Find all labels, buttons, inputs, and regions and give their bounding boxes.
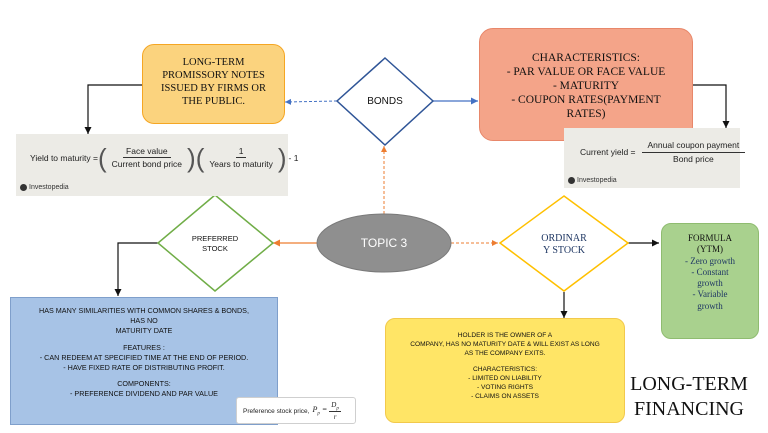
ordinary-detail-line: COMPANY, HAS NO MATURITY DATE & WILL EXI…	[410, 341, 600, 349]
characteristics-line: CHARACTERISTICS:	[532, 52, 640, 64]
ordinary-detail-line: AS THE COMPANY EXITS.	[464, 350, 546, 358]
page-title: LONG-TERM FINANCING	[614, 372, 764, 428]
title-line: FINANCING	[634, 398, 744, 420]
current-yield-den: Bond price	[673, 154, 714, 164]
current-yield-source: Investopedia	[577, 177, 617, 184]
preference-price-num: D	[331, 401, 337, 409]
ordinary-label: ORDINAR Y STOCK	[526, 231, 602, 259]
preferred-detail-line: - HAVE FIXED RATE OF DISTRIBUTING PROFIT…	[63, 363, 225, 373]
definition-line: THE PUBLIC.	[182, 96, 245, 107]
preferred-label: PREFERRED STOCK	[180, 231, 250, 257]
ordinary-diamond	[498, 195, 630, 292]
bonds-diamond	[335, 56, 435, 147]
formula-heading: FORMULA	[687, 233, 732, 243]
ytm-frac2-num: 1	[235, 146, 247, 158]
ordinary-detail-line: - VOTING RIGHTS	[476, 384, 534, 392]
formula-item: - Zero growth	[685, 255, 735, 266]
formula-item: growth	[697, 278, 723, 289]
ytm-lhs: Yield to maturity =	[30, 152, 98, 163]
characteristics-line: - PAR VALUE OR FACE VALUE	[506, 66, 666, 78]
current-yield-num: Annual coupon payment	[641, 140, 746, 153]
investopedia-logo-icon	[568, 177, 575, 184]
topic-label: TOPIC 3	[360, 236, 408, 250]
ytm-frac2-den: Years to maturity	[209, 159, 273, 169]
formula-item: - Variable	[692, 289, 728, 300]
definition-line: LONG-TERM	[182, 57, 245, 68]
preference-price-symbol: P	[312, 405, 318, 415]
definition-line: ISSUED BY FIRMS OR	[161, 83, 266, 94]
preference-price-den: r	[333, 413, 337, 422]
ytm-frac1-num: Face value	[123, 146, 171, 158]
preferred-detail-line: COMPONENTS:	[117, 379, 171, 389]
ytm-source: Investopedia	[29, 184, 69, 191]
ordinary-detail-line: - LIMITED ON LIABILITY	[468, 374, 542, 382]
bonds-definition-box: LONG-TERM PROMISSORY NOTES ISSUED BY FIR…	[142, 44, 285, 124]
bonds-characteristics-box: CHARACTERISTICS: - PAR VALUE OR FACE VAL…	[479, 28, 693, 141]
preferred-details-box: HAS MANY SIMILARITIES WITH COMMON SHARES…	[10, 297, 278, 425]
preference-price-num-sub: p	[336, 406, 339, 412]
ordinary-detail-line: HOLDER IS THE OWNER OF A	[457, 332, 553, 339]
characteristics-line: - COUPON RATES(PAYMENT	[511, 94, 661, 106]
preference-price-lhs: Preference stock price,	[243, 407, 310, 415]
formula-item: - Constant	[691, 266, 729, 277]
ordinary-label-line: ORDINAR	[541, 233, 587, 244]
ytm-frac1-den: Current bond price	[111, 159, 183, 169]
definition-to-ytm-arrow	[84, 84, 142, 134]
preferred-detail-line: HAS MANY SIMILARITIES WITH COMMON SHARES…	[39, 306, 249, 315]
characteristics-to-current-yield-arrow	[693, 84, 730, 128]
investopedia-logo-icon	[20, 184, 27, 191]
characteristics-line: - MATURITY	[552, 80, 620, 92]
preferred-label-line: PREFERRED	[191, 234, 239, 243]
preferred-detail-line: - CAN REDEEM AT SPECIFIED TIME AT THE EN…	[39, 352, 249, 362]
formula-heading: (YTM)	[697, 244, 723, 255]
ordinary-formula-box: FORMULA (YTM) - Zero growth - Constant g…	[661, 223, 759, 339]
definition-line: PROMISSORY NOTES	[162, 70, 265, 81]
title-line: LONG-TERM	[630, 373, 748, 395]
ytm-tail: - 1	[288, 152, 299, 163]
current-yield-lhs: Current yield =	[580, 147, 636, 157]
topic-oval	[316, 213, 452, 273]
characteristics-line: RATES)	[566, 108, 606, 120]
bonds-label: BONDS	[367, 95, 403, 107]
ordinary-details-box: HOLDER IS THE OWNER OF A COMPANY, HAS NO…	[385, 318, 625, 423]
preferred-detail-line: MATURITY DATE	[115, 326, 173, 336]
ordinary-detail-line: - CLAIMS ON ASSETS	[471, 393, 539, 401]
formula-item: growth	[697, 300, 723, 311]
preferred-to-details-arrow	[114, 242, 158, 296]
preferred-label-line: STOCK	[202, 244, 228, 253]
preference-price-sub: p	[317, 411, 320, 417]
ordinary-label-line: Y STOCK	[543, 245, 585, 256]
ordinary-detail-line: CHARACTERISTICS:	[472, 365, 538, 373]
bonds-to-definition-arrow	[284, 98, 338, 105]
preferred-detail-line: - PREFERENCE DIVIDEND AND PAR VALUE	[70, 389, 218, 399]
preferred-diamond	[156, 194, 275, 292]
preferred-detail-line: HAS NO	[130, 316, 158, 326]
preferred-detail-line: FEATURES :	[123, 342, 165, 352]
